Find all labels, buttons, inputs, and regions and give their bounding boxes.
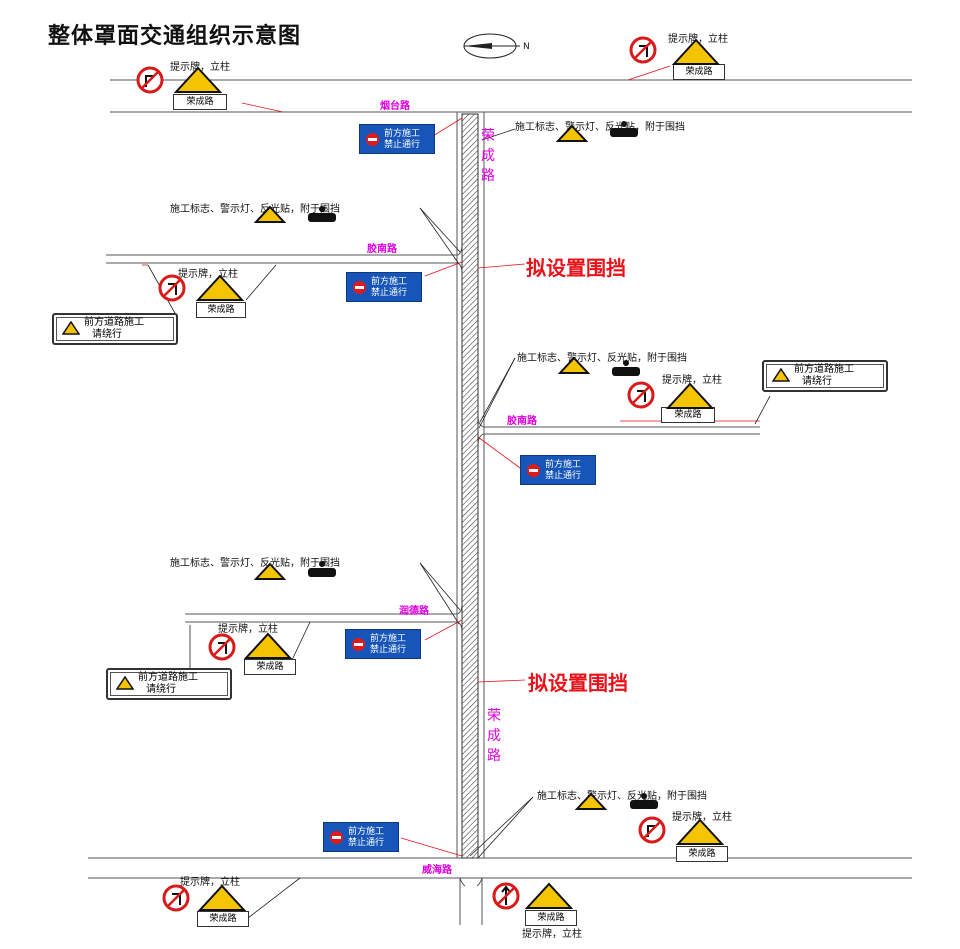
road-work-icon	[574, 792, 608, 810]
north-arrow: N	[463, 33, 530, 59]
road-name-weihai: 威海路	[422, 865, 452, 876]
street-sign-3: 荣成路	[196, 302, 246, 318]
road-name-rongcheng-upper: 荣成路	[481, 128, 495, 184]
fence-label-upper: 拟设置围挡	[526, 256, 626, 280]
detour-sign-1: 前方道路施工请绕行	[52, 313, 178, 345]
no-left-turn-icon	[627, 381, 655, 409]
no-entry-icon	[330, 831, 343, 844]
road-work-icon	[675, 818, 725, 845]
sign-post-note-2: 提示牌，立柱	[668, 34, 728, 45]
warning-triangle-icon	[772, 368, 790, 382]
street-sign-1: 荣成路	[173, 94, 227, 110]
construction-note-2: 施工标志、警示灯、反光贴，附于围挡	[170, 204, 340, 215]
blue-road-closed-sign-5: 前方施工禁止通行	[323, 822, 399, 852]
horizontal-roads	[88, 79, 912, 879]
road-work-icon	[671, 38, 721, 65]
street-sign-7: 荣成路	[197, 911, 249, 927]
warning-light-icons	[308, 121, 658, 809]
road-work-icon	[253, 205, 287, 223]
road-work-icon	[195, 274, 245, 301]
road-work-icon	[173, 66, 223, 93]
road-name-yantai: 烟台路	[380, 101, 410, 112]
no-right-turn-icon	[638, 816, 666, 844]
no-right-turn-icon	[136, 66, 164, 94]
road-name-jiaonan-west: 胶南路	[367, 244, 397, 255]
road-work-icon	[555, 124, 589, 142]
road-work-icon	[197, 884, 247, 911]
construction-note-3: 施工标志、警示灯、反光贴，附于围挡	[517, 353, 687, 364]
construction-note-4: 施工标志、警示灯、反光贴，附于围挡	[170, 558, 340, 569]
sign-post-note-3: 提示牌，立柱	[178, 269, 238, 280]
fence-strip	[461, 113, 479, 859]
leader-lines-red	[142, 65, 760, 857]
street-sign-8: 荣成路	[525, 910, 577, 926]
road-name-rongcheng-lower: 荣成路	[487, 708, 501, 764]
sign-post-note-5: 提示牌，立柱	[218, 624, 278, 635]
sign-post-note-8: 提示牌，立柱	[522, 929, 582, 940]
diagram-title: 整体罩面交通组织示意图	[48, 24, 302, 49]
detour-sign-3: 前方道路施工请绕行	[106, 668, 232, 700]
warning-triangle-icon	[116, 676, 134, 690]
no-entry-icon	[366, 133, 379, 146]
no-left-turn-icon	[158, 274, 186, 302]
sign-post-note-4: 提示牌，立柱	[662, 375, 722, 386]
road-work-icon	[253, 562, 287, 580]
detour-sign-2: 前方道路施工请绕行	[762, 360, 888, 392]
construction-warning-icons	[173, 38, 725, 911]
sign-post-note-1: 提示牌，立柱	[170, 62, 230, 73]
road-work-icon	[243, 632, 293, 659]
road-name-jiaonan-east: 胶南路	[507, 416, 537, 427]
no-left-turn-icon	[208, 633, 236, 661]
sign-post-note-7: 提示牌，立柱	[180, 877, 240, 888]
blue-road-closed-sign-2: 前方施工禁止通行	[346, 272, 422, 302]
fence-label-lower: 拟设置围挡	[528, 671, 628, 695]
no-entry-icon	[353, 281, 366, 294]
no-entry-icon	[352, 638, 365, 651]
construction-note-5: 施工标志、警示灯、反光贴，附于围挡	[537, 791, 707, 802]
sign-post-note-6: 提示牌，立柱	[672, 812, 732, 823]
no-straight-icon	[492, 882, 520, 910]
road-work-icon	[524, 882, 574, 909]
svg-text:N: N	[523, 42, 530, 52]
leader-lines-black	[147, 128, 771, 919]
street-sign-6: 荣成路	[676, 846, 728, 862]
construction-note-1: 施工标志、警示灯、反光贴，附于围挡	[515, 122, 685, 133]
warning-triangle-icon	[62, 321, 80, 335]
street-sign-5: 荣成路	[244, 659, 296, 675]
road-name-rundi: 润德路	[399, 606, 429, 617]
vertical-road	[456, 112, 485, 925]
no-left-turn-icon	[629, 36, 657, 64]
road-work-icon	[557, 356, 591, 374]
blue-road-closed-sign-3: 前方施工禁止通行	[520, 455, 596, 485]
road-work-icon	[665, 382, 715, 409]
no-entry-icon	[527, 464, 540, 477]
blue-road-closed-sign-1: 前方施工禁止通行	[359, 124, 435, 154]
blue-road-closed-sign-4: 前方施工禁止通行	[345, 629, 421, 659]
no-left-turn-icon	[162, 884, 190, 912]
